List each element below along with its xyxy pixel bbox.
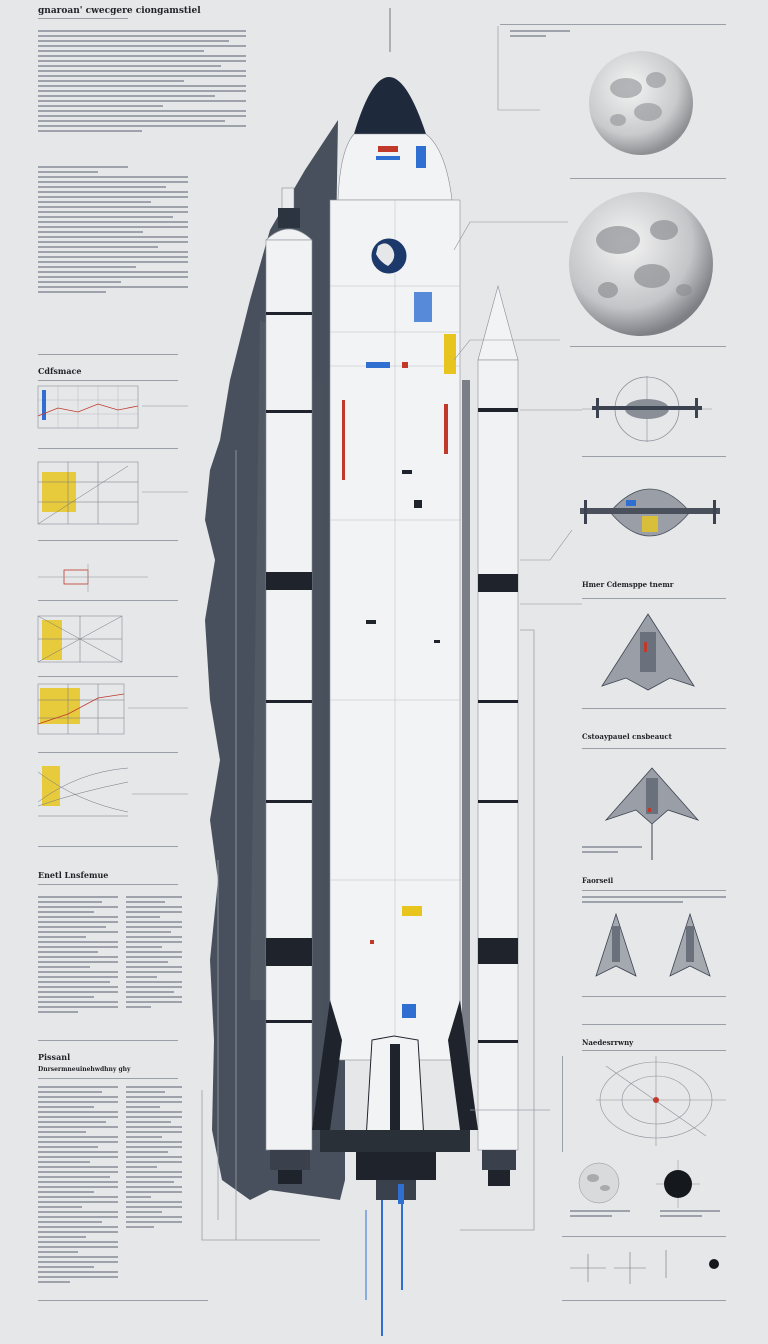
moon-caption-dark <box>660 1210 720 1220</box>
intro-text-block <box>38 30 246 135</box>
section-heading-left-3: Pissanl <box>38 1052 71 1062</box>
technical-marks <box>570 1250 719 1284</box>
moon-caption <box>510 30 570 40</box>
spacecraft-icon-3 <box>601 613 695 691</box>
moon-icon-large <box>569 192 713 336</box>
moon-icon-small <box>578 1162 620 1204</box>
section-subtitle-left-3: Dnrsermneuinehwdhny ghy <box>38 1066 131 1073</box>
chart-diagram-1 <box>37 385 188 429</box>
chart-diagram-2 <box>37 461 188 525</box>
section-3-text <box>582 896 726 906</box>
twin-shuttle-icons <box>595 912 711 977</box>
spacecraft-icon-4 <box>604 767 700 860</box>
spacecraft-icon-2 <box>580 488 720 537</box>
chart-diagram-6 <box>37 766 188 817</box>
spec-table-1 <box>38 896 118 1016</box>
spacecraft-caption <box>582 846 642 856</box>
chart-diagram-5 <box>37 683 188 735</box>
page-title: gnaroan' cwecgere ciongamstiel <box>38 6 201 16</box>
section-heading-left-1: Cdfsmace <box>38 366 82 376</box>
chart-diagram-4 <box>37 615 123 663</box>
rocket-diagram <box>201 8 550 1336</box>
intro-text-block-2 <box>38 166 188 296</box>
section-heading-left-2: Enetl Lnsfemue <box>38 870 109 880</box>
title-underline <box>38 18 128 19</box>
engine-section <box>312 1000 550 1336</box>
moon-icon-dark <box>656 1160 700 1208</box>
chart-diagram-3 <box>38 564 148 592</box>
orbit-diagram <box>596 1056 726 1146</box>
section-heading-right-4: Naedesrrwny <box>582 1038 634 1047</box>
moon-icon <box>589 51 693 155</box>
spec-table-2 <box>126 896 182 1011</box>
main-body <box>329 8 461 1061</box>
spec-table-4 <box>126 1086 182 1231</box>
spec-table-3 <box>38 1086 118 1286</box>
section-heading-right-1: Hmer Cdemsppe tnemr <box>582 580 674 589</box>
left-booster <box>265 187 313 1184</box>
moon-caption-small <box>570 1210 630 1220</box>
section-heading-right-2: Cstoaypauel cnsbeauct <box>582 732 672 741</box>
spacecraft-icon-1 <box>582 376 712 442</box>
right-booster <box>477 284 519 1186</box>
section-heading-right-3: Faorseil <box>582 876 614 885</box>
